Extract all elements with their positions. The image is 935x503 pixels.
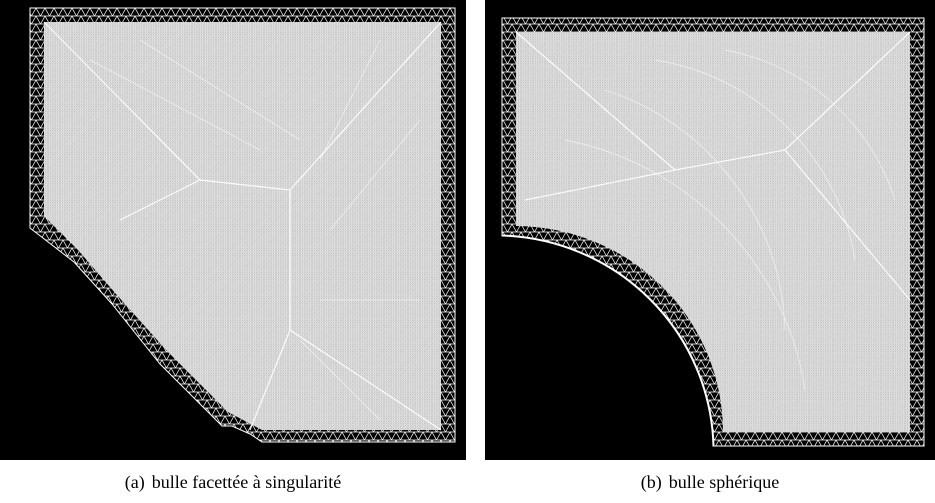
caption-a-text: bulle facettée à singularité [151,472,342,492]
mesh-image-faceted [29,7,456,443]
caption-b-label: (b) [640,472,662,492]
caption-a-label: (a) [124,472,145,492]
caption-b-text: bulle sphérique [668,472,780,492]
mesh-image-spherical [501,17,925,447]
caption-figure-b: (b) bulle sphérique [485,470,935,494]
caption-figure-a: (a) bulle facettée à singularité [0,470,466,494]
mesh-figure-faceted-bubble [0,0,466,460]
mesh-figure-spherical-bubble [485,0,935,460]
